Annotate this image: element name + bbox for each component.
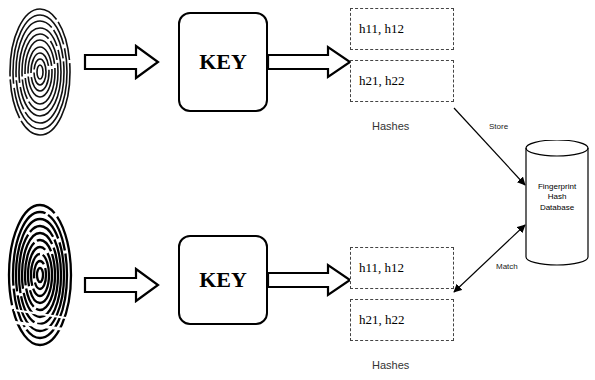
hash-values: h11, h12 (359, 21, 404, 37)
key-label: KEY (199, 49, 247, 75)
hash-box: h11, h12 (350, 8, 454, 50)
key-box: KEY (178, 12, 268, 112)
edge-label: Store (488, 122, 509, 132)
hashes-heading: Hashes (350, 359, 454, 372)
arrow-line (454, 108, 525, 185)
key-box: KEY (178, 235, 268, 325)
fingerprint-bottom (9, 205, 71, 345)
hash-group: h11, h12 h21, h22Hashes (350, 8, 454, 133)
hash-box: h21, h22 (350, 60, 454, 102)
input-arrow (85, 46, 158, 78)
cylinder-rim (526, 148, 588, 156)
hash-group: h11, h12 h21, h22Hashes (350, 247, 454, 372)
block-arrow (268, 265, 350, 295)
database-cylinder: Fingerprint Hash Database (525, 140, 589, 266)
key-label: KEY (199, 267, 247, 293)
edge-label: Match (495, 262, 519, 272)
hash-values: h11, h12 (359, 260, 404, 276)
cylinder-body (526, 140, 588, 265)
block-arrow (268, 47, 350, 77)
hash-values: h21, h22 (359, 312, 405, 328)
hash-values: h21, h22 (359, 73, 405, 89)
hash-box: h21, h22 (350, 299, 454, 341)
input-arrow (85, 269, 158, 301)
hash-box: h11, h12 (350, 247, 454, 289)
database-label: Fingerprint Hash Database (525, 140, 589, 213)
arrow-line (454, 225, 525, 292)
hashes-heading: Hashes (350, 120, 454, 133)
fingerprint-top (10, 9, 70, 135)
